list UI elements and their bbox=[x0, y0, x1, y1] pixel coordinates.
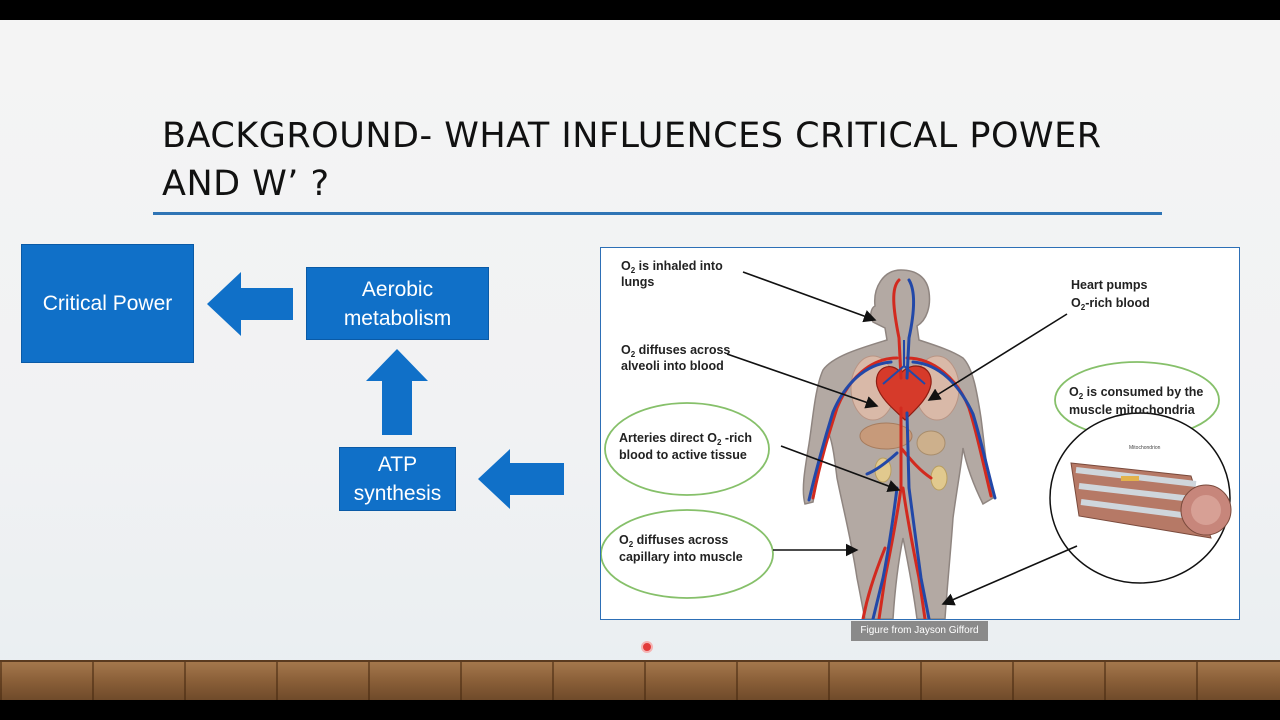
slide: BACKGROUND- WHAT INFLUENCES CRITICAL POW… bbox=[0, 20, 1280, 700]
liver bbox=[859, 422, 913, 450]
left-arrow-icon bbox=[478, 449, 564, 509]
oxygen-pathway-figure: Mitochondrion O2 is inhaled into lungs O… bbox=[600, 247, 1240, 620]
atp-label-line2: synthesis bbox=[353, 482, 442, 505]
label-capillary-line2: capillary into muscle bbox=[619, 550, 743, 564]
label-inhaled-line2: lungs bbox=[621, 275, 654, 289]
video-top-bar bbox=[0, 0, 1280, 20]
arteries-ellipse bbox=[604, 402, 770, 496]
muscle-fiber-illustration bbox=[1070, 462, 1232, 539]
mitochondrion-tag: Mitochondrion bbox=[1129, 445, 1161, 451]
label-alveoli-line1: O2 diffuses across bbox=[621, 343, 730, 359]
aerobic-metabolism-box: Aerobic metabolism bbox=[306, 267, 489, 340]
stomach bbox=[916, 430, 946, 456]
atp-synthesis-box: ATP synthesis bbox=[339, 447, 456, 511]
pointer-cursor-icon bbox=[641, 641, 653, 653]
slide-title: BACKGROUND- WHAT INFLUENCES CRITICAL POW… bbox=[162, 116, 1102, 204]
arteries bbox=[811, 278, 993, 619]
label-consumed-line1: O2 is consumed by the bbox=[1069, 385, 1203, 401]
atp-label-line1: ATP bbox=[377, 453, 418, 476]
heart bbox=[875, 365, 932, 421]
label-consumed-line2: muscle mitochondria bbox=[1069, 403, 1196, 417]
label-heart-line2: O2-rich blood bbox=[1071, 296, 1150, 312]
video-bottom-bar bbox=[0, 700, 1280, 720]
title-underline bbox=[153, 212, 1162, 215]
aerobic-label-line2: metabolism bbox=[343, 306, 452, 330]
aerobic-label-line1: Aerobic bbox=[361, 277, 434, 301]
floor-edge bbox=[0, 660, 1280, 663]
left-arrow-icon bbox=[207, 272, 293, 336]
label-arteries-line2: blood to active tissue bbox=[619, 448, 747, 462]
figure-caption: Figure from Jayson Gifford bbox=[851, 621, 988, 641]
label-arteries-line1: Arteries direct O2 -rich bbox=[619, 431, 752, 447]
wood-floor bbox=[0, 662, 1280, 700]
veins bbox=[807, 278, 997, 619]
figure-canvas: Mitochondrion O2 is inhaled into lungs O… bbox=[601, 259, 1232, 619]
kidney-right bbox=[930, 465, 948, 491]
pointer-arrows bbox=[726, 271, 1078, 606]
up-arrow-icon bbox=[366, 349, 428, 435]
label-heart-line1: Heart pumps bbox=[1071, 278, 1147, 292]
label-capillary-line1: O2 diffuses across bbox=[619, 533, 728, 549]
capillary-ellipse bbox=[601, 509, 774, 599]
label-alveoli-line2: alveoli into blood bbox=[621, 359, 724, 373]
critical-power-label: Critical Power bbox=[42, 292, 173, 315]
label-inhaled-line1: O2 is inhaled into bbox=[621, 259, 723, 275]
bronchi bbox=[882, 340, 926, 385]
critical-power-box: Critical Power bbox=[21, 244, 194, 363]
